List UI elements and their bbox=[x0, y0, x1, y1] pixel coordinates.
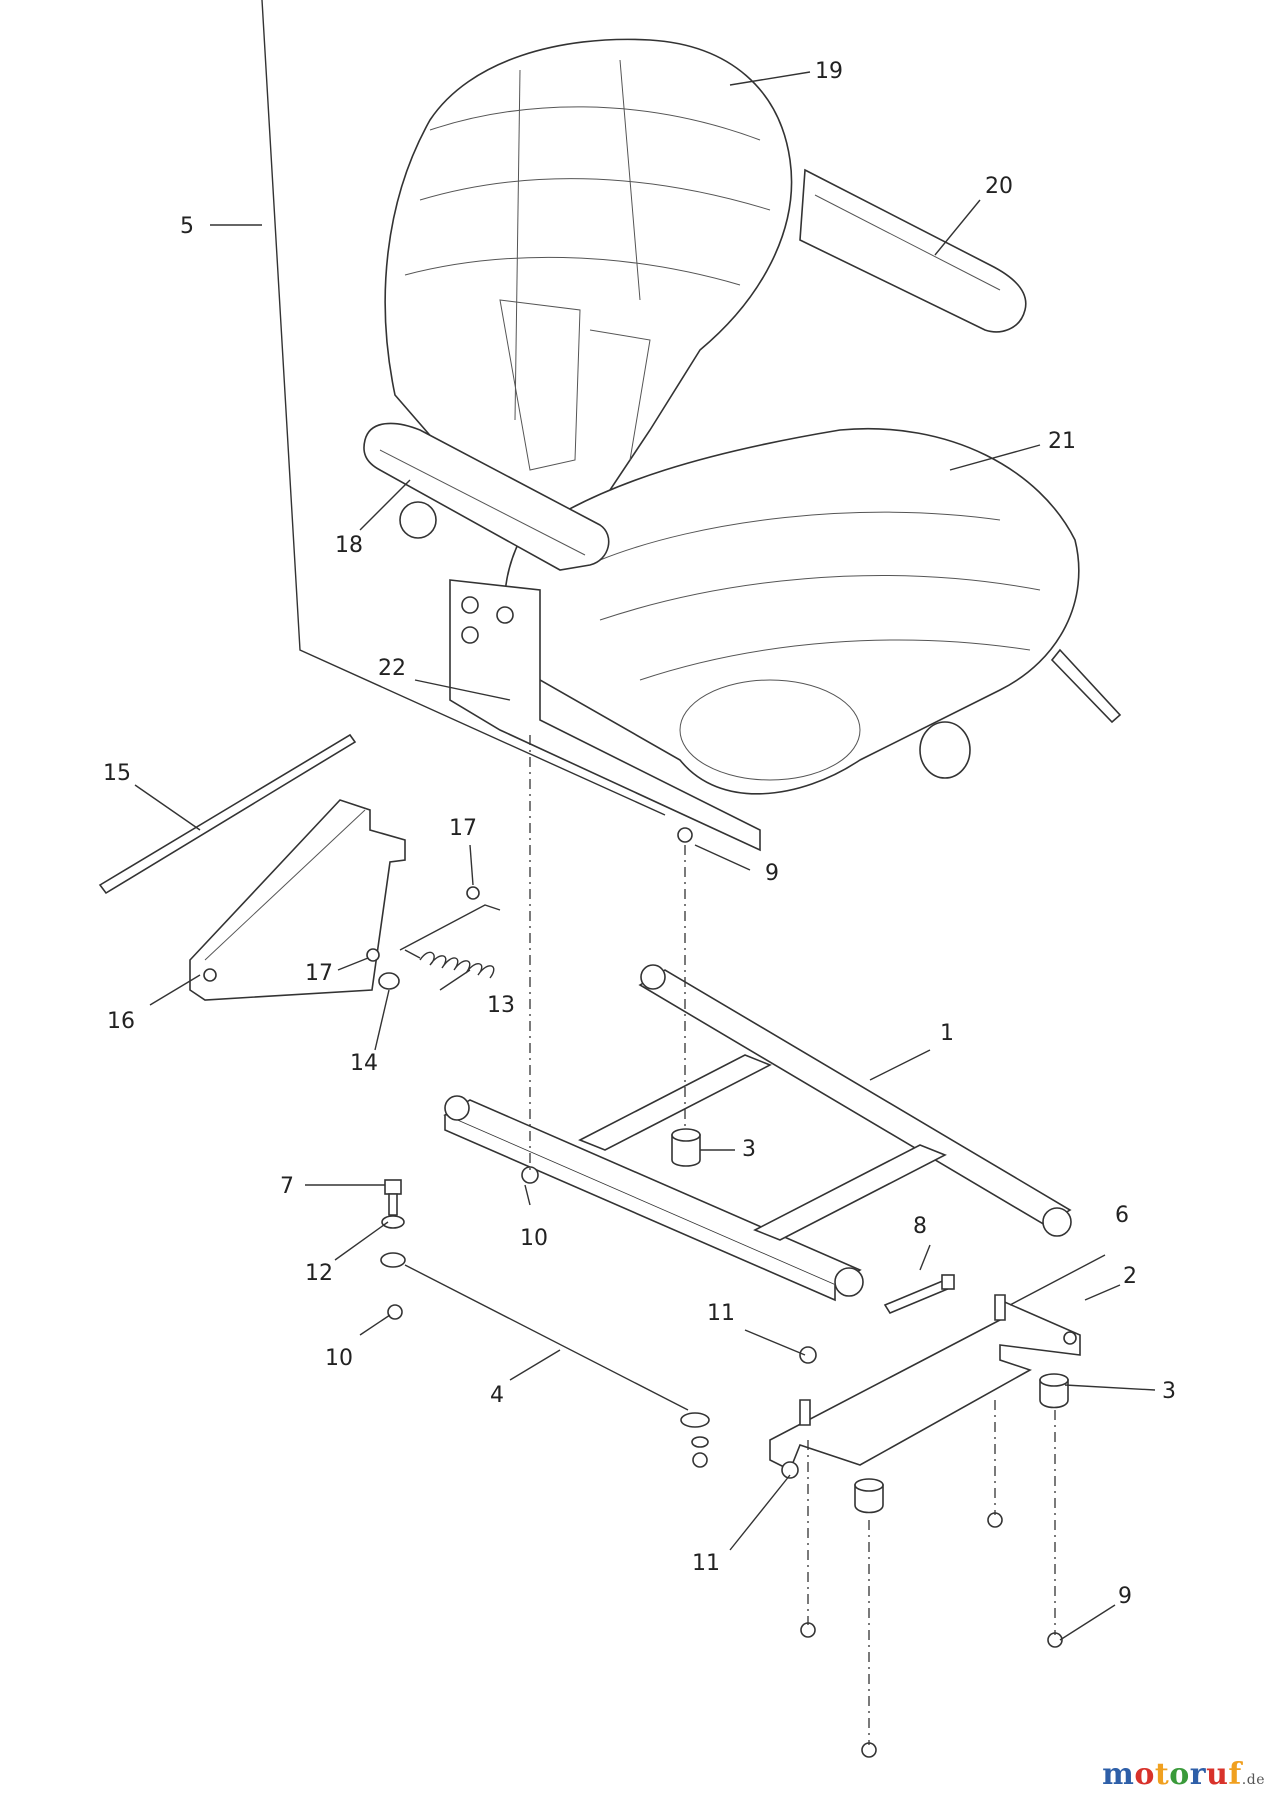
bolt-washer-nut bbox=[381, 1166, 539, 1320]
bolt-8 bbox=[883, 1274, 955, 1314]
callout-2: 2 bbox=[1123, 1264, 1137, 1289]
watermark-tld: .de bbox=[1241, 1772, 1265, 1788]
callout-12: 12 bbox=[305, 1261, 333, 1286]
leader-lines bbox=[134, 71, 1156, 1641]
callout-10b: 10 bbox=[325, 1346, 353, 1371]
callout-19: 19 bbox=[815, 59, 843, 84]
callout-4: 4 bbox=[490, 1383, 504, 1408]
seat-frame bbox=[443, 964, 1072, 1302]
callout-17a: 17 bbox=[449, 816, 477, 841]
rubber-bumpers bbox=[671, 1128, 1069, 1514]
callout-5: 5 bbox=[180, 214, 194, 239]
watermark-letter: o bbox=[1134, 1757, 1155, 1792]
right-armrest bbox=[799, 168, 1027, 333]
callout-20: 20 bbox=[985, 174, 1013, 199]
watermark-name: motoruf bbox=[1102, 1757, 1242, 1792]
mounting-bracket bbox=[769, 1294, 1081, 1472]
watermark-letter: r bbox=[1189, 1757, 1207, 1792]
callout-18: 18 bbox=[335, 533, 363, 558]
watermark-letter: t bbox=[1154, 1757, 1170, 1792]
spring bbox=[399, 904, 501, 979]
callout-1: 1 bbox=[940, 1021, 954, 1046]
callout-22: 22 bbox=[378, 656, 406, 681]
seat-assembly-bracket bbox=[261, 0, 666, 816]
watermark-letter: u bbox=[1206, 1757, 1229, 1792]
callout-9b: 9 bbox=[1118, 1584, 1132, 1609]
pivot-rod bbox=[98, 733, 357, 895]
callout-3b: 3 bbox=[1162, 1379, 1176, 1404]
safety-cable bbox=[380, 1252, 710, 1468]
seat-base bbox=[449, 579, 761, 852]
callout-17b: 17 bbox=[305, 961, 333, 986]
callout-14: 14 bbox=[350, 1051, 378, 1076]
callout-11b: 11 bbox=[692, 1551, 720, 1576]
callout-10a: 10 bbox=[520, 1226, 548, 1251]
callout-11a: 11 bbox=[707, 1301, 735, 1326]
small-hardware bbox=[366, 886, 480, 990]
watermark-letter: o bbox=[1169, 1757, 1190, 1792]
callout-3a: 3 bbox=[742, 1137, 756, 1162]
callout-7: 7 bbox=[280, 1174, 294, 1199]
left-armrest bbox=[363, 422, 610, 571]
adjustment-knob bbox=[919, 648, 1122, 779]
callout-6: 6 bbox=[1115, 1203, 1129, 1228]
watermark-letter: f bbox=[1228, 1757, 1242, 1792]
watermark-logo: motoruf.de bbox=[1102, 1757, 1265, 1792]
callout-21: 21 bbox=[1048, 429, 1076, 454]
alignment-lines bbox=[529, 735, 1056, 1745]
callout-8: 8 bbox=[913, 1214, 927, 1239]
callout-15: 15 bbox=[103, 761, 131, 786]
callout-16: 16 bbox=[107, 1009, 135, 1034]
callout-9a: 9 bbox=[765, 861, 779, 886]
watermark-letter: m bbox=[1102, 1757, 1135, 1792]
seat-cushion bbox=[503, 428, 1080, 795]
callout-labels: 1 2 3 3 4 5 6 7 8 9 9 10 10 11 11 12 13 … bbox=[103, 59, 1176, 1609]
seat-back bbox=[384, 38, 793, 541]
seat-bracket-plate bbox=[189, 799, 406, 1001]
nuts bbox=[677, 827, 1063, 1758]
callout-13: 13 bbox=[487, 993, 515, 1018]
